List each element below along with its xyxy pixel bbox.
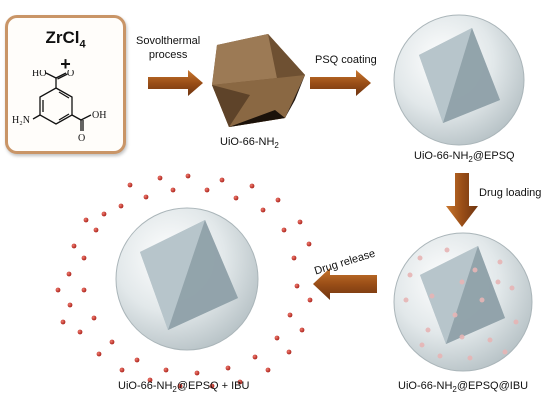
released-drug-dots (55, 173, 313, 389)
product-coated-label: UiO-66-NH2@EPSQ (414, 150, 515, 165)
product-mof-label: UiO-66-NH2 (220, 136, 279, 151)
encapsulated-drug-dots (403, 247, 519, 361)
arrow-drug-loading (446, 173, 478, 227)
coated-sphere (393, 14, 525, 146)
arrow-solvothermal (148, 70, 203, 96)
released-sphere (115, 207, 259, 351)
uio66-octahedron (212, 34, 305, 127)
svg-text:O: O (67, 70, 74, 79)
step-psq-coating-label: PSQ coating (315, 54, 377, 66)
svg-text:OH: OH (92, 110, 106, 121)
arrow-psq-coating (310, 70, 371, 96)
svg-text:HO: HO (32, 70, 46, 79)
arrow-drug-release (313, 268, 377, 300)
reagents-box: ZrCl4 + HO O H₂N O OH (5, 15, 126, 154)
product-released-label: UiO-66-NH2@EPSQ + IBU (118, 380, 250, 395)
loaded-sphere (393, 232, 533, 372)
aminoterephthalic-acid-structure: HO O H₂N O OH (12, 70, 106, 144)
svg-text:H₂N: H₂N (12, 115, 30, 126)
product-loaded-label: UiO-66-NH2@EPSQ@IBU (398, 380, 529, 395)
svg-text:O: O (78, 133, 85, 144)
zrcl4-formula: ZrCl4 (45, 28, 86, 51)
step-drug-loading-label: Drug loading (479, 187, 542, 199)
step-solvothermal-label: Sovolthermal process (136, 35, 201, 61)
plus-sign: + (60, 54, 71, 74)
